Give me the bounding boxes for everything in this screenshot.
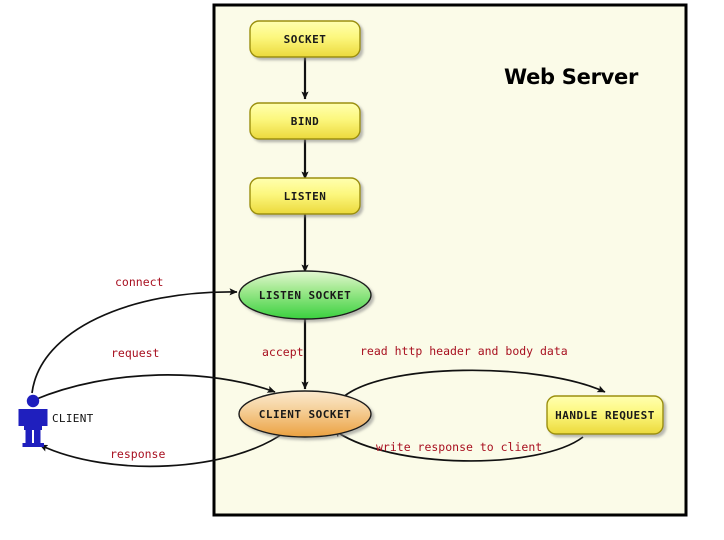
edge-client-socket-to-handle <box>340 369 606 400</box>
actor-client-icon[interactable] <box>18 394 48 447</box>
actor-client-label: CLIENT <box>52 412 94 425</box>
node-listen[interactable] <box>249 177 361 215</box>
page-title: Web Server <box>504 65 639 89</box>
edge-handle-to-client-socket <box>333 429 584 462</box>
edge-client-to-listen-socket <box>31 288 238 394</box>
edge-client-socket-to-client <box>39 431 286 468</box>
node-bind[interactable] <box>249 102 361 140</box>
edge-client-to-client-socket <box>33 374 276 401</box>
node-handle-request[interactable] <box>546 395 664 435</box>
node-listen-socket[interactable] <box>238 270 372 320</box>
node-socket[interactable] <box>249 20 361 58</box>
node-client-socket[interactable] <box>238 390 372 438</box>
